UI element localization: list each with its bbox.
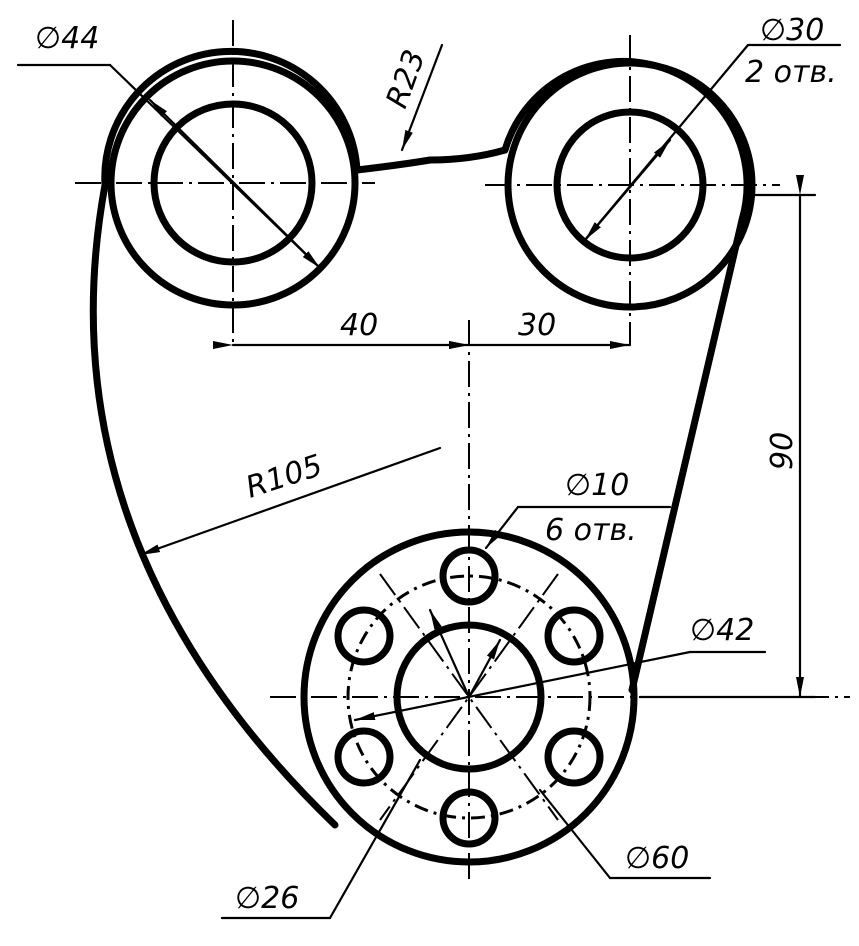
label-90: 90 [765, 432, 800, 470]
dimension-labels: ∅44 ∅30 2 отв. R23 40 30 90 R105 ∅10 6 о… [35, 13, 837, 916]
dimensions [16, 43, 842, 920]
outer-contour [89, 47, 751, 829]
left-boss [75, 20, 375, 345]
label-d30: ∅30 [760, 13, 824, 48]
bolt-hole [544, 606, 604, 666]
label-d44: ∅44 [35, 21, 99, 56]
bolt-hole [334, 606, 394, 666]
label-r23: R23 [380, 45, 433, 112]
label-r105: R105 [242, 448, 327, 505]
label-40: 40 [340, 308, 378, 343]
bolt-hole [334, 727, 394, 787]
right-boss [485, 35, 780, 345]
label-d10: ∅10 [565, 468, 629, 503]
label-d42: ∅42 [690, 613, 754, 648]
label-2-holes: 2 отв. [745, 55, 837, 90]
label-6-holes: 6 отв. [545, 513, 637, 548]
label-30: 30 [518, 308, 556, 343]
bolt-hole [544, 727, 604, 787]
label-d60: ∅60 [625, 841, 689, 876]
label-d26: ∅26 [235, 881, 299, 916]
bottom-flange [270, 320, 850, 880]
